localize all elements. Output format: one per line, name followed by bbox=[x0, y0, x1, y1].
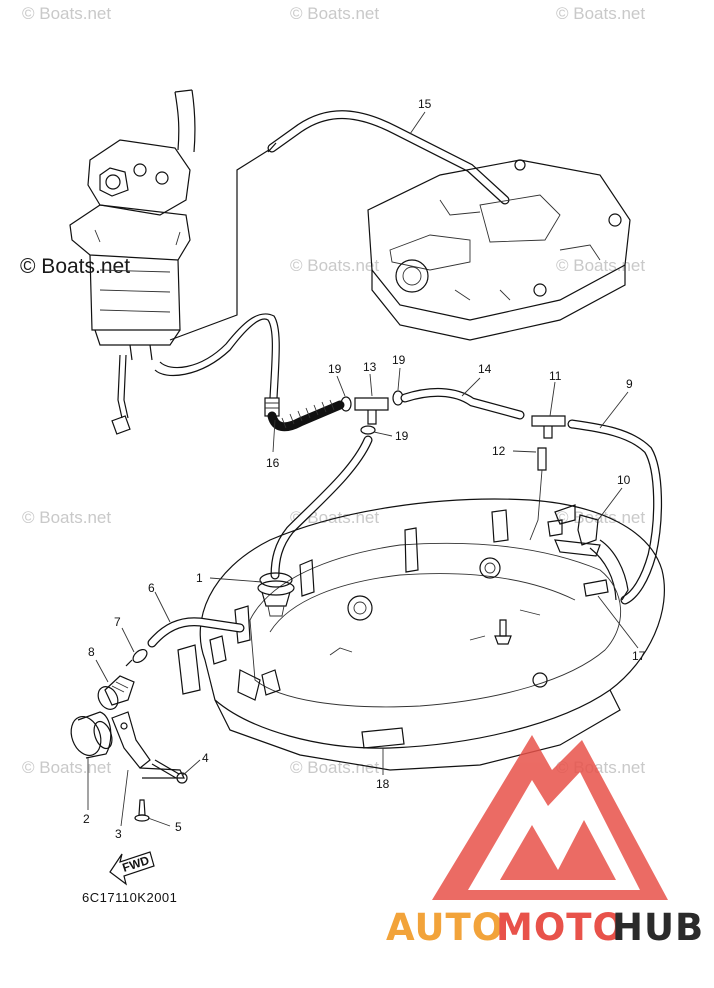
diagram-code: 6C17110K2001 bbox=[82, 890, 178, 905]
callout-19: 19 bbox=[328, 362, 342, 376]
callout-9: 9 bbox=[626, 377, 633, 391]
bolt-5 bbox=[134, 799, 150, 822]
callout-2: 2 bbox=[83, 812, 90, 826]
callout-5: 5 bbox=[175, 820, 182, 834]
hose-6 bbox=[147, 617, 245, 648]
fuel-pump-assembly bbox=[69, 89, 196, 435]
hose-14 bbox=[400, 387, 525, 420]
screw-4 bbox=[151, 759, 188, 784]
clamp-7 bbox=[125, 648, 148, 667]
watermark: © Boats.net bbox=[556, 4, 646, 23]
callout-3: 3 bbox=[115, 827, 122, 841]
watermark: © Boats.net bbox=[290, 256, 380, 275]
joint-13 bbox=[340, 390, 404, 435]
nipple-8 bbox=[97, 675, 135, 710]
brand-part-moto: MOTO bbox=[496, 906, 625, 949]
brand-part-auto: AUTO bbox=[386, 906, 505, 949]
callout-4: 4 bbox=[202, 751, 209, 765]
bracket-3 bbox=[111, 711, 185, 779]
engine-base-plate bbox=[367, 159, 631, 341]
watermark: © Boats.net bbox=[290, 758, 380, 777]
hose-9 bbox=[567, 419, 663, 605]
watermark: © Boats.net bbox=[22, 508, 112, 527]
callout-19: 19 bbox=[392, 353, 406, 367]
watermark: © Boats.net bbox=[556, 256, 646, 275]
watermark-main: © Boats.net bbox=[20, 255, 131, 278]
callouts: 1 2 3 4 5 6 7 8 9 10 11 12 13 14 15 16 1… bbox=[83, 97, 646, 841]
bottom-cowling bbox=[177, 498, 665, 771]
leader-lines bbox=[87, 111, 639, 827]
brand-logo-icon bbox=[432, 735, 668, 900]
callout-16: 16 bbox=[266, 456, 280, 470]
callout-6: 6 bbox=[148, 581, 155, 595]
leader-line bbox=[169, 147, 273, 341]
callout-14: 14 bbox=[478, 362, 492, 376]
fwd-arrow-icon: FWD bbox=[109, 851, 155, 886]
brand-part-hub: HUB bbox=[612, 906, 705, 949]
grommet-1 bbox=[257, 572, 295, 617]
hose-15 bbox=[267, 110, 510, 205]
callout-12: 12 bbox=[492, 444, 506, 458]
callout-17: 17 bbox=[632, 649, 646, 663]
grommet-2 bbox=[70, 711, 113, 759]
hose-to-fitting bbox=[270, 435, 373, 580]
watermark: © Boats.net bbox=[290, 4, 380, 23]
callout-19: 19 bbox=[395, 429, 409, 443]
callout-8: 8 bbox=[88, 645, 95, 659]
callout-18: 18 bbox=[376, 777, 390, 791]
watermark: © Boats.net bbox=[22, 4, 112, 23]
bracket-10 bbox=[547, 504, 629, 601]
callout-11: 11 bbox=[549, 369, 562, 383]
callout-13: 13 bbox=[363, 360, 377, 374]
joint-11 bbox=[529, 415, 566, 541]
callout-15: 15 bbox=[418, 97, 432, 111]
callout-7: 7 bbox=[114, 615, 121, 629]
callout-10: 10 bbox=[617, 473, 631, 487]
callout-1: 1 bbox=[196, 571, 203, 585]
watermark: © Boats.net bbox=[22, 758, 112, 777]
watermark: © Boats.net bbox=[556, 508, 646, 527]
hose-16 bbox=[154, 313, 345, 432]
